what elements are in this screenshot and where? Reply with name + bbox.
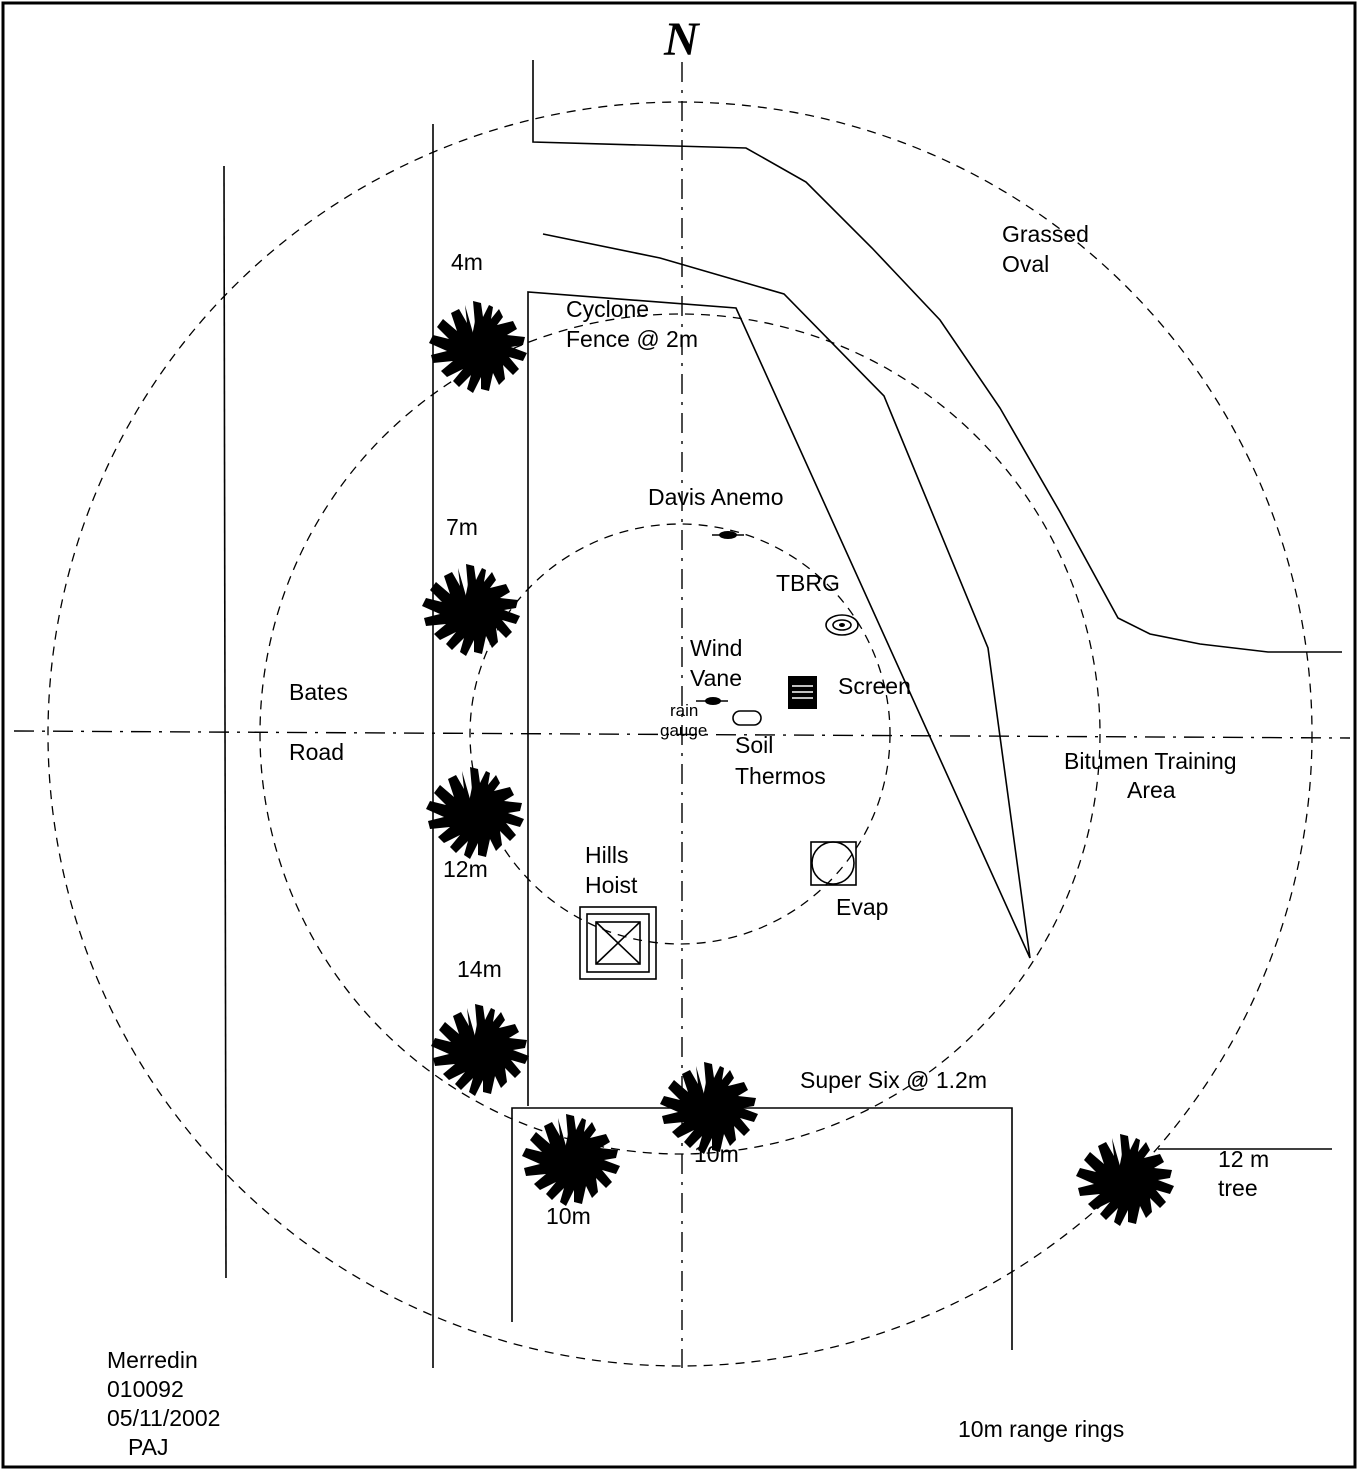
hoist-label: Hoist [585,872,638,898]
soil-label: Soil [735,732,773,758]
tree-height-12m: 12m [443,856,488,882]
bates-label: Bates [289,679,348,705]
thermos-label: Thermos [735,763,826,789]
evap-label: Evap [836,894,888,920]
range-ring-middle [259,313,1101,1155]
tree-label: tree [1218,1175,1258,1201]
tree-10m-left-icon [522,1114,620,1206]
site-number: 010092 [107,1376,184,1402]
site-info: Merredin 010092 05/11/2002 PAJ [107,1347,220,1460]
tree-7m-icon [422,564,520,656]
boundaries [223,60,1342,1368]
cyclone-label: Cyclone [566,296,649,322]
rain-label: rain [670,701,698,720]
bitumen-area-east-boundary [542,233,1031,959]
tree-12m-label: 12 m [1218,1146,1269,1172]
tree-height-10m-right: 10m [694,1141,739,1167]
cyclone-fence [527,291,1031,1106]
tbrg-gauge-icon [825,614,859,636]
bitumen-label: Bitumen Training [1064,748,1237,774]
grassed-oval-boundary [532,60,1342,653]
area-label: Area [1127,777,1176,803]
gauge-label: gauge [660,721,707,740]
wind-label: Wind [690,635,742,661]
hills-label: Hills [585,842,628,868]
vane-label: Vane [690,665,742,691]
road-label: Road [289,739,344,765]
site-author: PAJ [128,1434,168,1460]
wind-vane-icon [696,697,728,705]
grassed-label: Grassed [1002,221,1089,247]
north-label: N [663,13,701,66]
tree-12m-east-icon [1076,1134,1174,1226]
super-six-label: Super Six @ 1.2m [800,1067,987,1093]
tree-height-10m-left: 10m [546,1203,591,1229]
tree-height-14m: 14m [457,956,502,982]
tree-height-7m: 7m [446,514,478,540]
tbrg-label: TBRG [776,570,840,596]
site-name: Merredin [107,1347,198,1373]
hills-hoist-icon [579,906,657,980]
east-west-axis [13,730,1351,739]
evaporation-pan-icon [810,841,857,886]
range-rings [47,101,1313,1367]
screen-label: Screen [838,673,911,699]
davis-anemometer-icon [712,531,744,539]
davis-anemo-label: Davis Anemo [648,484,784,510]
tree-14m-icon [431,1004,529,1096]
site-date: 05/11/2002 [107,1405,220,1431]
range-rings-label: 10m range rings [958,1416,1124,1442]
screen-icon [788,676,817,709]
oval-label: Oval [1002,251,1049,277]
soil-thermometer-icon [732,710,762,726]
range-ring-outer [47,101,1313,1367]
bates-road-west-edge [223,165,227,1279]
fence-label: Fence @ 2m [566,326,698,352]
tree-12m-icon [426,767,524,859]
tree-4m-icon [429,301,527,393]
range-ring-inner [469,523,891,945]
tree-height-4m: 4m [451,249,483,275]
super-six-fence [511,1107,1013,1350]
